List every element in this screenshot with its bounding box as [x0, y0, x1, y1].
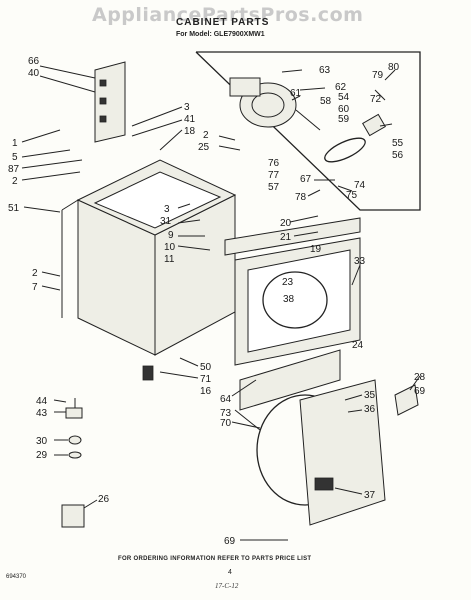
callout-76: 76: [268, 158, 280, 169]
idler-pulley: [362, 113, 386, 137]
motor-assembly: [229, 77, 321, 131]
callout-3-upper: 3: [184, 102, 190, 113]
callout-62: 62: [335, 82, 347, 93]
callout-24: 24: [352, 340, 364, 351]
watermark-text: AppliancePartsPros.com: [92, 4, 364, 26]
callout-2-top: 2: [203, 130, 209, 141]
callout-10: 10: [164, 242, 176, 253]
motor-inset-outline: [195, 51, 421, 211]
callout-57: 57: [268, 182, 280, 193]
callout-40: 40: [28, 68, 40, 79]
callout-61: 61: [290, 88, 302, 99]
callout-21: 21: [280, 232, 292, 243]
callout-35: 35: [364, 390, 376, 401]
callout-labels: 66 40 1 5 87 2 51 3 41 18 2 25 63 62 61 …: [8, 56, 426, 547]
callout-11: 11: [164, 254, 175, 265]
callout-71: 71: [200, 374, 212, 385]
front-frame-panel: [224, 217, 361, 366]
callout-5: 5: [12, 152, 18, 163]
callout-70: 70: [220, 418, 232, 429]
screw-stack: [65, 398, 83, 459]
callout-7: 7: [32, 282, 38, 293]
callout-38: 38: [283, 294, 295, 305]
callout-80: 80: [388, 62, 400, 73]
callout-73: 73: [220, 408, 232, 419]
callout-64: 64: [220, 394, 232, 405]
leveling-leg: [142, 365, 154, 381]
callout-2-left-lower: 2: [32, 268, 38, 279]
leader-lines: [21, 65, 421, 541]
callout-28: 28: [414, 372, 426, 383]
callout-56: 56: [392, 150, 404, 161]
door-assembly: [256, 379, 386, 526]
handwritten-date: 17-C-12: [215, 582, 239, 590]
callout-51: 51: [8, 203, 20, 214]
callout-25: 25: [198, 142, 210, 153]
callout-36: 36: [364, 404, 376, 415]
callout-58: 58: [320, 96, 332, 107]
callout-55: 55: [392, 138, 404, 149]
rear-bracket-panel: [94, 61, 126, 143]
callout-20: 20: [280, 218, 292, 229]
callout-72: 72: [370, 94, 382, 105]
callout-26: 26: [98, 494, 110, 505]
callout-77: 77: [268, 170, 280, 181]
ordering-note: FOR ORDERING INFORMATION REFER TO PARTS …: [118, 556, 312, 562]
page-number: 4: [228, 569, 232, 576]
callout-29: 29: [36, 450, 48, 461]
callout-31: 31: [160, 216, 172, 227]
callout-2-left-upper: 2: [12, 176, 18, 187]
toe-panel: [239, 349, 341, 411]
callout-60: 60: [338, 104, 350, 115]
callout-50: 50: [200, 362, 212, 373]
rear-caster: [61, 504, 85, 528]
callout-54: 54: [338, 92, 350, 103]
callout-18: 18: [184, 126, 196, 137]
callout-37: 37: [364, 490, 376, 501]
callout-67: 67: [300, 174, 312, 185]
callout-87: 87: [8, 164, 20, 175]
document-number: 694370: [6, 574, 27, 580]
callout-41: 41: [184, 114, 196, 125]
drive-belt: [324, 137, 366, 163]
callout-30: 30: [36, 436, 48, 447]
callout-78: 78: [295, 192, 307, 203]
callout-79: 79: [372, 70, 384, 81]
model-number: For Model: GLE7900XMW1: [176, 31, 265, 38]
callout-69-bottom: 69: [224, 536, 236, 547]
callout-66: 66: [28, 56, 40, 67]
diagram-title: CABINET PARTS: [176, 17, 270, 28]
callout-19: 19: [310, 244, 322, 255]
callout-69-right: 69: [414, 386, 426, 397]
callout-75: 75: [346, 190, 358, 201]
callout-16: 16: [200, 386, 212, 397]
callout-3-mid: 3: [164, 204, 170, 215]
callout-63: 63: [319, 65, 331, 76]
callout-74: 74: [354, 180, 366, 191]
cabinet-body: [61, 159, 237, 356]
callout-33: 33: [354, 256, 366, 267]
callout-23: 23: [282, 277, 294, 288]
callout-44: 44: [36, 396, 48, 407]
callout-9: 9: [168, 230, 174, 241]
callout-59: 59: [338, 114, 350, 125]
callout-43: 43: [36, 408, 48, 419]
callout-1: 1: [12, 138, 18, 149]
door-hinge: [394, 384, 419, 416]
